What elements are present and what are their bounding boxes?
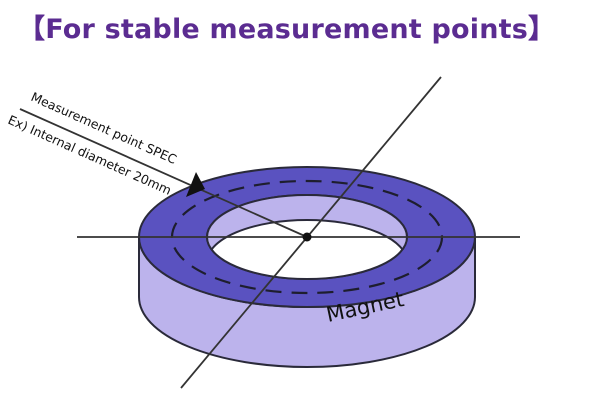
diagonal-axis	[180, 76, 442, 389]
arrowhead-icon	[186, 172, 205, 197]
center-dot	[302, 232, 312, 242]
callout-leader-line	[19, 108, 308, 238]
page-title: 【For stable measurement points】	[18, 14, 556, 45]
